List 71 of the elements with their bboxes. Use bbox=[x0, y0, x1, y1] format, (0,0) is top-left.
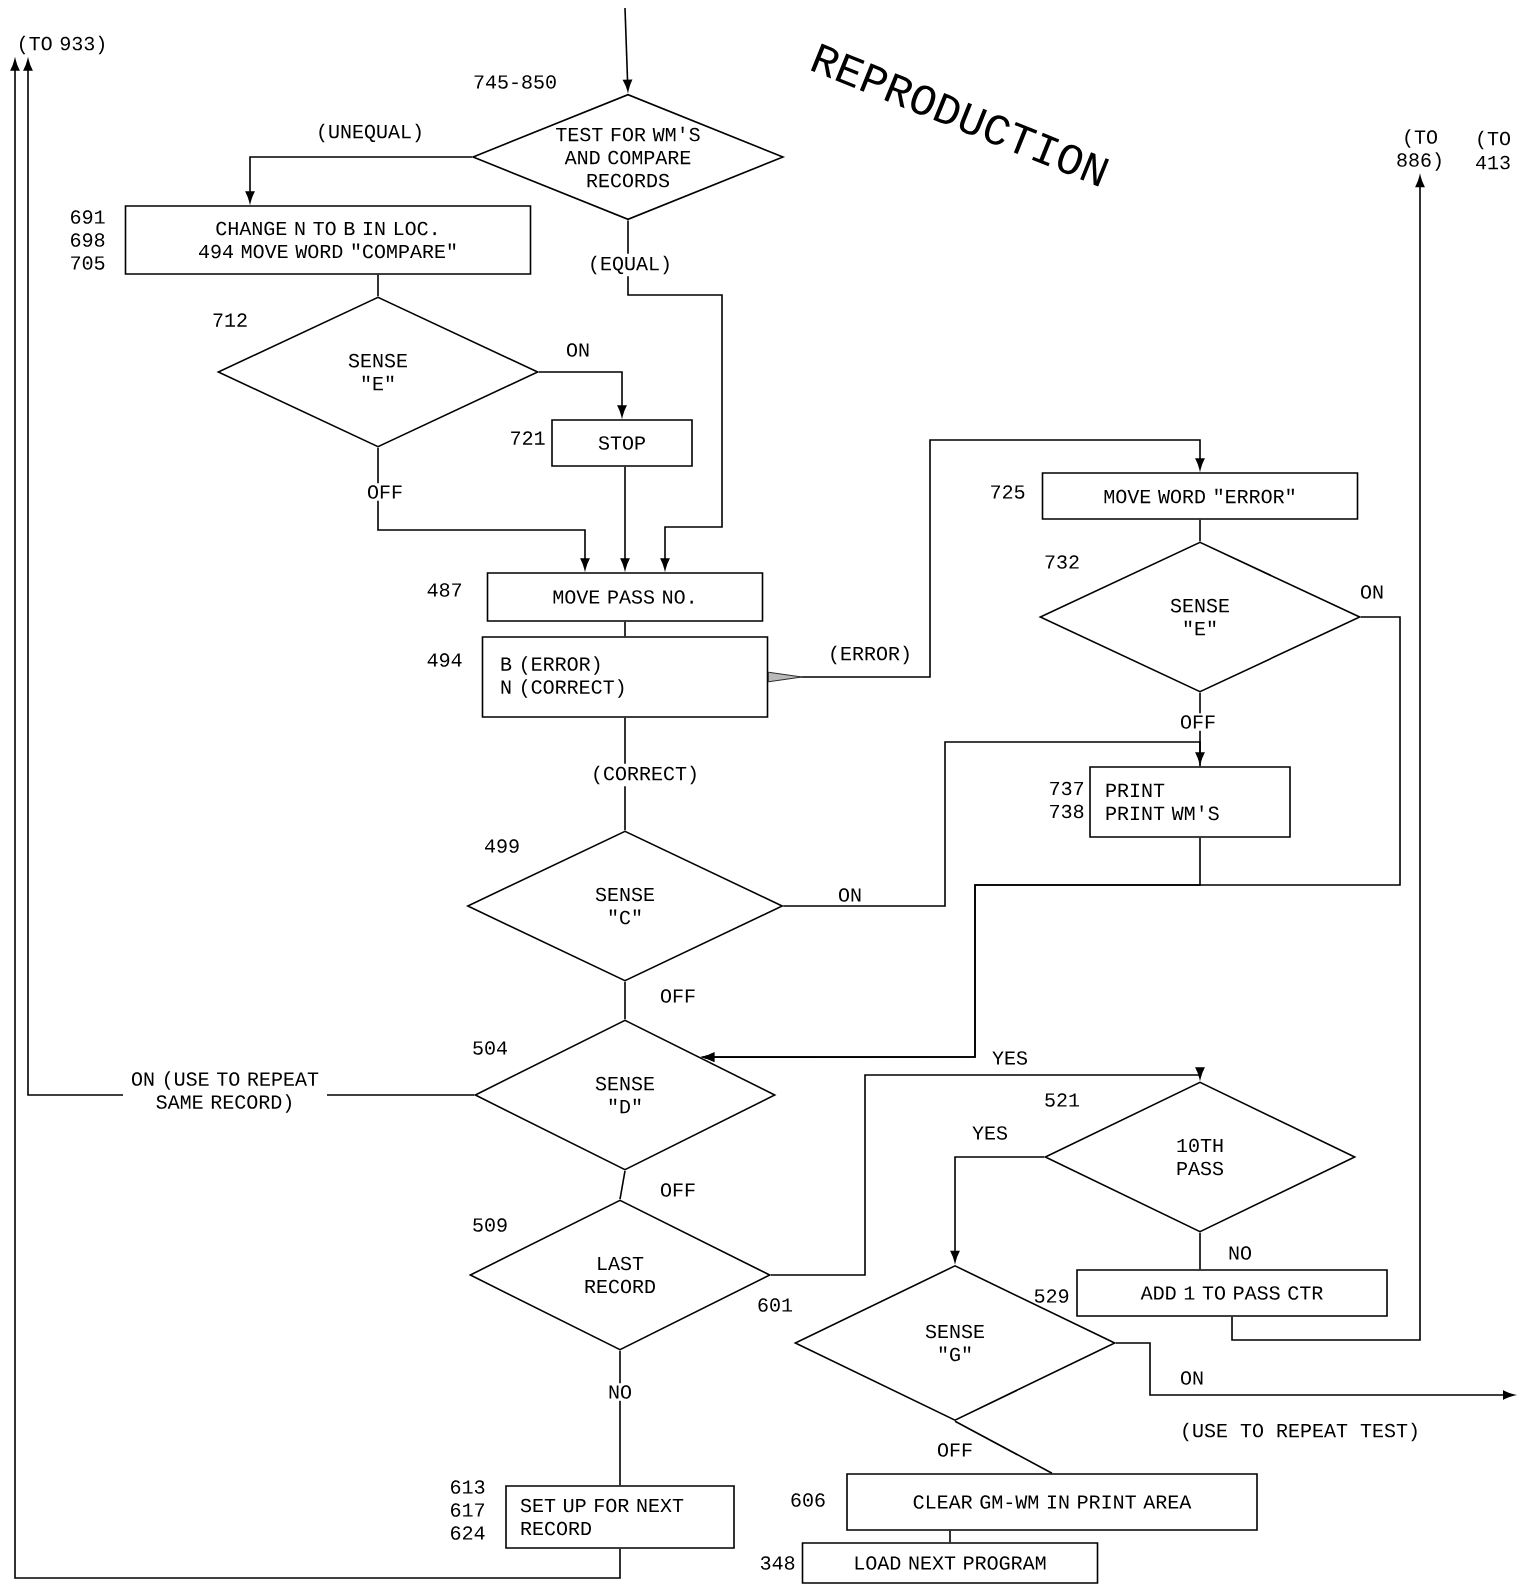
edge-label: YES bbox=[990, 1049, 1030, 1067]
process-box: STOP bbox=[551, 419, 693, 467]
process-box: SET UP FOR NEXT RECORD bbox=[505, 1485, 735, 1549]
step-number: 529 bbox=[1034, 1289, 1069, 1303]
step-number: 721 bbox=[511, 431, 545, 445]
edge-label: OFF bbox=[1178, 713, 1218, 731]
edge-label: OFF bbox=[658, 1181, 698, 1199]
arrow bbox=[950, 1156, 1045, 1263]
step-number: 487 bbox=[427, 583, 462, 597]
edge-label: (ERROR) bbox=[826, 643, 914, 667]
arrow bbox=[10, 59, 621, 1579]
step-number: 509 bbox=[473, 1218, 507, 1232]
process-box: ADD 1 TO PASS CTR bbox=[1076, 1269, 1388, 1317]
step-number: 725 bbox=[991, 485, 1025, 499]
step-number: 521 bbox=[1045, 1093, 1080, 1107]
edge-label: ON bbox=[564, 341, 592, 359]
arrow bbox=[703, 837, 1201, 1062]
step-number: 732 bbox=[1045, 555, 1079, 569]
arrow bbox=[1231, 175, 1425, 1341]
step-number: 712 bbox=[213, 313, 247, 327]
arrow bbox=[770, 1067, 1205, 1276]
connector-line bbox=[624, 621, 626, 637]
arrow bbox=[377, 447, 590, 570]
arrow bbox=[1115, 1342, 1515, 1400]
edge-label: NO bbox=[606, 1383, 634, 1401]
process-box: MOVE PASS NO. bbox=[486, 572, 764, 622]
arrow bbox=[538, 371, 627, 417]
process-box: LOAD NEXT PROGRAM bbox=[801, 1542, 1099, 1584]
arrow bbox=[245, 156, 473, 203]
edge-label: OFF bbox=[658, 987, 698, 1005]
edge-label: ON bbox=[836, 886, 864, 904]
process-box: PRINT PRINT WM'S bbox=[1089, 766, 1291, 838]
note-text: (TO 413 bbox=[1476, 130, 1510, 170]
edge-label: (UNEQUAL) bbox=[314, 121, 426, 145]
edge-label: (CORRECT) bbox=[589, 763, 701, 787]
edge-label: YES bbox=[970, 1124, 1010, 1142]
connector-text: (TO 933) bbox=[20, 35, 104, 55]
step-number: 737 738 bbox=[1050, 781, 1084, 819]
step-number: 691 698 705 bbox=[71, 210, 105, 270]
connector-line bbox=[954, 1420, 1053, 1474]
connector-text: (TO 886) bbox=[1397, 129, 1441, 171]
connector-line bbox=[949, 1530, 951, 1543]
connector-line bbox=[1199, 519, 1201, 542]
edge-label: ON bbox=[1178, 1369, 1206, 1387]
step-number: 601 bbox=[758, 1298, 793, 1312]
edge-label: OFF bbox=[935, 1441, 975, 1459]
arrow bbox=[801, 439, 1205, 678]
arrow bbox=[620, 466, 630, 570]
step-number: 499 bbox=[485, 839, 519, 853]
step-number: 348 bbox=[760, 1556, 795, 1570]
connector-line bbox=[377, 274, 379, 297]
process-box: B (ERROR) N (CORRECT) bbox=[481, 636, 769, 718]
connector-line bbox=[624, 981, 626, 1020]
step-number: 504 bbox=[473, 1041, 507, 1055]
step-number: 494 bbox=[427, 653, 462, 667]
edge-label: ON (USE TO REPEAT SAME RECORD) bbox=[123, 1069, 327, 1115]
step-number: 613 617 624 bbox=[451, 1480, 485, 1540]
arrow bbox=[782, 741, 1205, 907]
arrow bbox=[627, 219, 723, 570]
process-box: MOVE WORD "ERROR" bbox=[1041, 472, 1359, 520]
note-text: (USE TO REPEAT TEST) bbox=[1183, 1422, 1417, 1442]
step-number: 606 bbox=[791, 1493, 825, 1507]
connector-line bbox=[619, 1170, 626, 1200]
edge-label: OFF bbox=[365, 483, 405, 501]
edge-label: NO bbox=[1226, 1244, 1254, 1262]
process-box: CLEAR GM-WM IN PRINT AREA bbox=[846, 1473, 1258, 1531]
arrow bbox=[623, 7, 632, 91]
step-number: 745-850 bbox=[474, 75, 556, 89]
edge-label: (EQUAL) bbox=[586, 253, 674, 277]
connector-line bbox=[1199, 1232, 1201, 1270]
process-box: CHANGE N TO B IN LOC. 494 MOVE WORD "COMPARE" bbox=[124, 205, 532, 275]
